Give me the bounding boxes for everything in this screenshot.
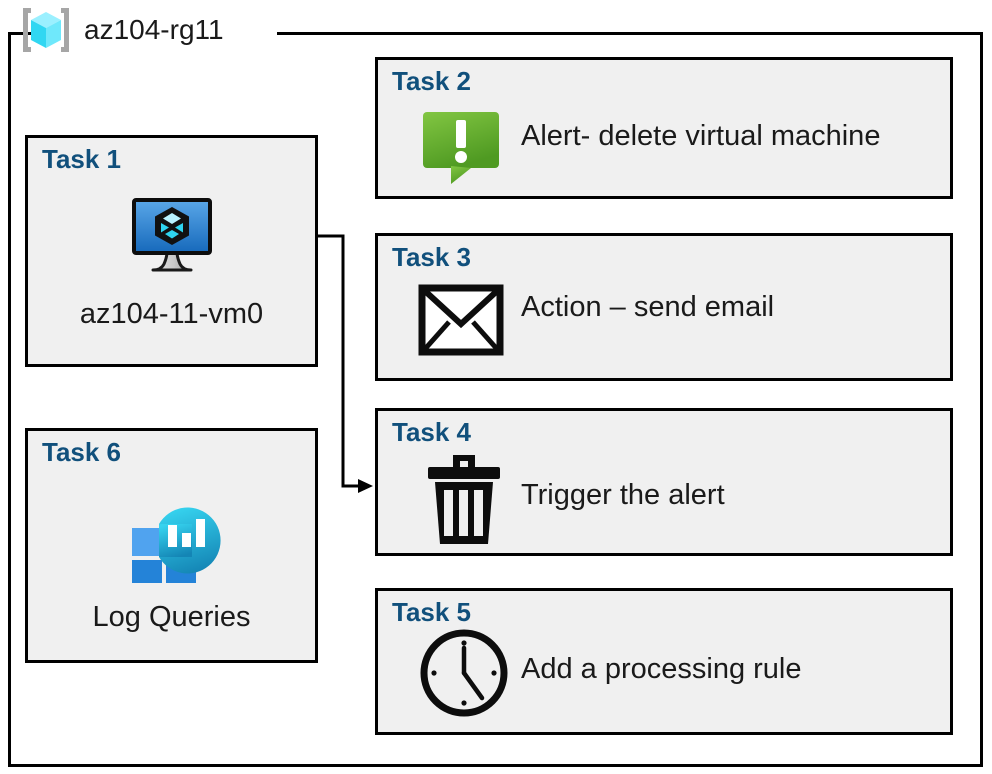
resource-group-frame-top-right <box>277 32 983 35</box>
virtual-machine-icon <box>126 196 218 278</box>
card-task5-text: Add a processing rule <box>521 653 802 685</box>
azure-resource-group-icon <box>18 4 74 56</box>
card-task5[interactable]: Task 5 Add a processing rule <box>375 588 953 735</box>
card-task3[interactable]: Task 3 Action – send email <box>375 233 953 381</box>
card-task1[interactable]: Task 1 <box>25 135 318 367</box>
card-task4-label: Task 4 <box>392 417 472 447</box>
card-task2[interactable]: Task 2 Alert- delete virtual machine <box>375 57 953 199</box>
envelope-icon <box>418 284 504 356</box>
card-task6-text: Log Queries <box>92 601 251 633</box>
card-task5-label: Task 5 <box>392 597 472 627</box>
resource-group-header: az104-rg11 <box>18 2 224 58</box>
card-task4[interactable]: Task 4 Trigger the alert <box>375 408 953 556</box>
card-task3-text: Action – send email <box>521 291 775 323</box>
log-analytics-icon <box>118 481 226 588</box>
alert-bubble-icon <box>421 110 503 186</box>
card-task6[interactable]: Task 6 <box>25 428 318 663</box>
card-task6-label: Task 6 <box>42 437 122 467</box>
trash-can-icon <box>426 451 502 547</box>
card-task2-label: Task 2 <box>392 66 472 96</box>
resource-group-frame <box>8 32 983 767</box>
card-task4-text: Trigger the alert <box>521 479 725 511</box>
resource-group-name: az104-rg11 <box>84 14 224 45</box>
card-task2-text: Alert- delete virtual machine <box>521 120 881 152</box>
card-task3-label: Task 3 <box>392 242 472 272</box>
clock-icon <box>418 627 510 719</box>
resource-group-frame-top-left <box>8 32 34 35</box>
card-task1-text: az104-11-vm0 <box>79 298 264 330</box>
card-task1-label: Task 1 <box>42 144 122 174</box>
